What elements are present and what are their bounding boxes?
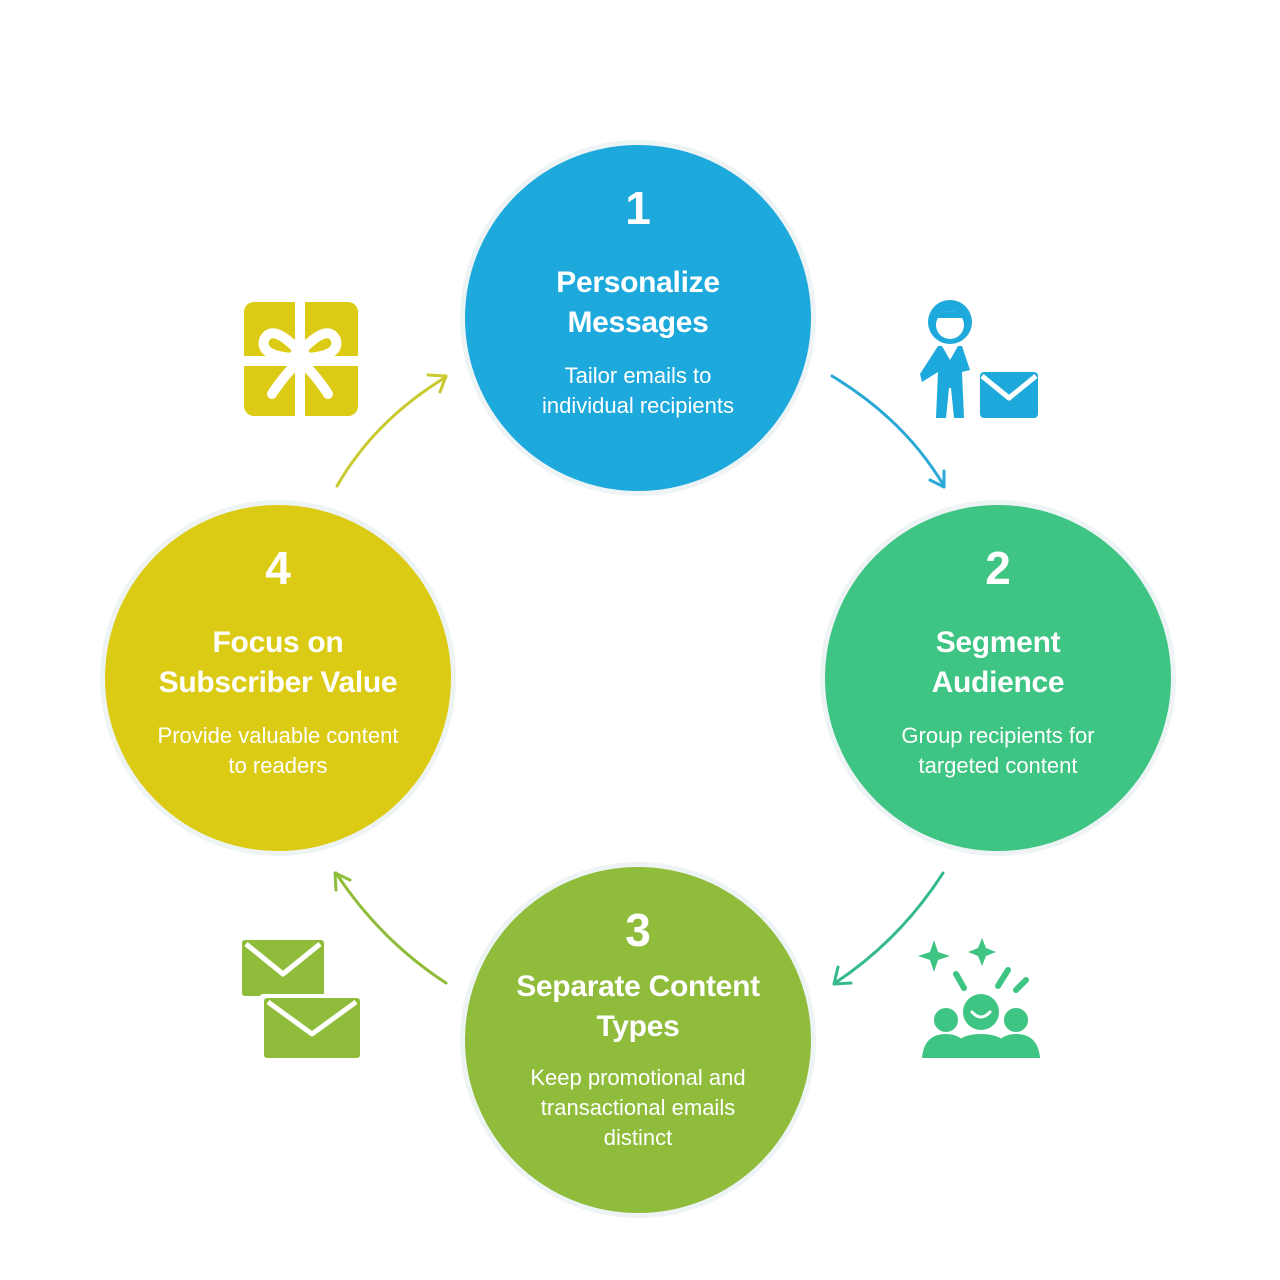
gift-icon: [244, 302, 358, 416]
step-description-line: Tailor emails to: [564, 363, 712, 388]
step-3-circle: 3 Separate Content Types Keep promotiona…: [460, 862, 816, 1218]
step-title-line: Messages: [567, 306, 709, 339]
step-description-line: targeted content: [918, 753, 1078, 778]
step-title: Focus on Subscriber Value: [125, 623, 431, 703]
step-4-circle: 4 Focus on Subscriber Value Provide valu…: [100, 500, 456, 856]
person-with-envelope-icon: [920, 300, 1038, 418]
step-description: Group recipients for targeted content: [853, 721, 1143, 781]
step-title-line: Focus on: [212, 626, 344, 659]
step-number: 4: [265, 542, 291, 594]
step-title-line: Separate Content: [516, 970, 760, 1003]
step-title: Personalize Messages: [485, 263, 791, 343]
step-description: Tailor emails to individual recipients: [493, 361, 783, 421]
step-description-line: individual recipients: [542, 393, 734, 418]
two-envelopes-icon: [242, 940, 362, 1058]
step-title-line: Types: [596, 1010, 680, 1043]
arrow-step1-to-step2: [830, 374, 946, 489]
step-title: Separate Content Types: [485, 967, 791, 1047]
step-title-line: Personalize: [556, 266, 720, 299]
step-title-line: Audience: [931, 666, 1065, 699]
arrow-step2-to-step3: [832, 871, 945, 986]
step-description-line: distinct: [603, 1125, 673, 1150]
step-description: Provide valuable content to readers: [133, 721, 423, 781]
step-title: Segment Audience: [845, 623, 1151, 703]
step-title-line: Subscriber Value: [158, 666, 398, 699]
step-number: 2: [985, 542, 1011, 594]
step-description-line: transactional emails: [540, 1095, 736, 1120]
arrow-step4-to-step1: [335, 373, 448, 488]
step-number: 3: [625, 904, 651, 956]
step-description-line: Group recipients for: [901, 723, 1095, 748]
step-description: Keep promotional and transactional email…: [493, 1063, 783, 1153]
arrow-step3-to-step4: [333, 871, 448, 985]
step-number: 1: [625, 182, 651, 234]
step-description-line: to readers: [228, 753, 328, 778]
step-description-line: Provide valuable content: [157, 723, 399, 748]
step-1-circle: 1 Personalize Messages Tailor emails to …: [460, 140, 816, 496]
step-title-line: Segment: [935, 626, 1061, 659]
step-description-line: Keep promotional and: [530, 1065, 746, 1090]
step-2-circle: 2 Segment Audience Group recipients for …: [820, 500, 1176, 856]
celebrating-group-icon: [918, 938, 1040, 1058]
